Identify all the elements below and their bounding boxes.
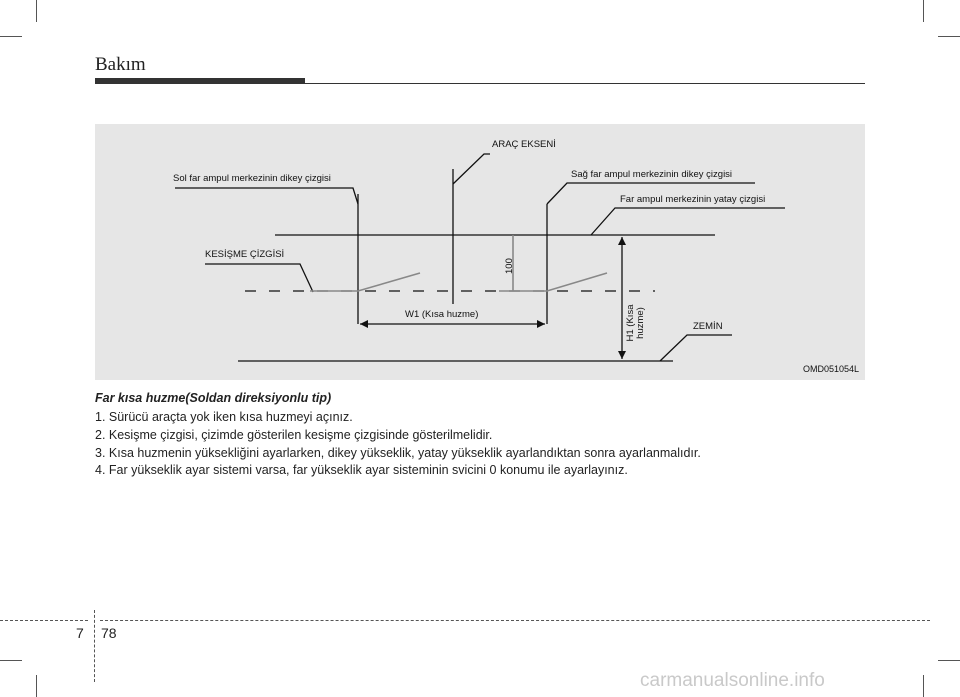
footer-dashed-rule-left xyxy=(0,620,88,621)
instruction-list: 1. Sürücü araçta yok iken kısa huzmeyi a… xyxy=(95,409,701,480)
label-w1: W1 (Kısa huzme) xyxy=(405,309,479,320)
label-cutoff-line: KESİŞME ÇİZGİSİ xyxy=(205,249,285,260)
crop-mark xyxy=(938,660,960,661)
crop-mark xyxy=(36,675,37,697)
leader-vehicle-axis xyxy=(452,153,490,185)
figure-code: OMD051054L xyxy=(802,364,859,374)
crop-mark xyxy=(36,0,37,22)
label-h1-line2: huzme) xyxy=(634,307,646,339)
label-right-vertical: Sağ far ampul merkezinin dikey çizgisi xyxy=(571,169,733,180)
label-h1: H1 (Kısa huzme) xyxy=(625,300,646,346)
crop-mark xyxy=(938,36,960,37)
label-vehicle-axis: ARAÇ EKSENİ xyxy=(492,139,556,150)
crop-mark xyxy=(923,0,924,22)
leader-cutoff-line xyxy=(205,263,314,293)
header-rule-thin xyxy=(305,83,865,84)
label-left-vertical: Sol far ampul merkezinin dikey çizgisi xyxy=(173,173,331,184)
label-horizontal-center: Far ampul merkezinin yatay çizgisi xyxy=(620,194,766,205)
crop-mark xyxy=(923,675,924,697)
diagram-drawing xyxy=(175,153,785,362)
leader-ground xyxy=(659,334,732,362)
label-ground: ZEMİN xyxy=(693,321,723,332)
chapter-number: 7 xyxy=(76,625,84,641)
watermark: carmanualsonline.info xyxy=(640,670,825,691)
crop-mark xyxy=(0,660,22,661)
leader-right-vertical xyxy=(546,182,755,205)
headlamp-aiming-diagram: ARAÇ EKSENİ Sol far ampul merkezinin dik… xyxy=(95,124,865,380)
h1-arrow-top xyxy=(618,237,626,245)
w1-arrow-right xyxy=(537,320,545,328)
footer-dashed-rule xyxy=(100,620,930,621)
instruction-step: 2. Kesişme çizgisi, çizimde gösterilen k… xyxy=(95,427,493,442)
instruction-step: 3. Kısa huzmenin yüksekliğini ayarlarken… xyxy=(95,445,701,460)
left-beam-cutoff xyxy=(310,272,421,292)
page-number: 78 xyxy=(101,625,117,641)
label-hundred: 100 xyxy=(504,258,515,274)
instruction-step: 1. Sürücü araçta yok iken kısa huzmeyi a… xyxy=(95,410,353,424)
h1-arrow-bottom xyxy=(618,351,626,359)
leader-horizontal-center xyxy=(590,207,785,236)
section-title: Bakım xyxy=(95,54,146,75)
page-number-separator xyxy=(94,610,95,682)
header-rule-thick xyxy=(95,78,305,84)
figure-caption: Far kısa huzme(Soldan direksiyonlu tip) xyxy=(95,391,332,405)
leader-left-vertical xyxy=(175,187,359,205)
crop-mark xyxy=(0,36,22,37)
w1-arrow-left xyxy=(360,320,368,328)
instruction-step: 4. Far yükseklik ayar sistemi varsa, far… xyxy=(95,463,628,478)
right-beam-cutoff xyxy=(499,272,608,292)
